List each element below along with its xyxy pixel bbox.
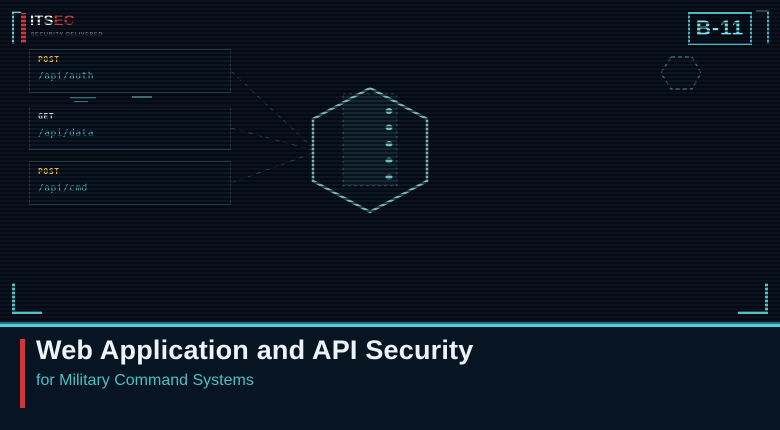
api-endpoint-card: POST /api/cmd xyxy=(29,161,231,205)
brand-text-primary: ITS xyxy=(30,13,54,29)
hexagon-core-panel xyxy=(342,93,398,187)
api-path-label: /api/cmd xyxy=(38,183,88,194)
corner-bracket-bottom-right-icon xyxy=(738,283,768,314)
footer: Web Application and API Security for Mil… xyxy=(0,328,780,430)
brand-text-secondary: EC xyxy=(53,13,75,29)
api-path-label: /api/auth xyxy=(38,71,94,82)
slide-number-label: B-11 xyxy=(695,16,745,40)
api-method-label: POST xyxy=(38,167,60,176)
slide-subtitle: for Military Command Systems xyxy=(36,372,254,389)
hud-panel: ITSEC SECURITY DELIVERED B-11 POST /api/… xyxy=(0,0,780,322)
slide-number-badge: B-11 xyxy=(688,12,752,45)
api-method-label: POST xyxy=(38,55,60,64)
api-method-label: GET xyxy=(38,112,55,121)
corner-bracket-bottom-left-icon xyxy=(12,283,42,314)
glitch-artifact xyxy=(70,96,152,103)
api-endpoint-card: POST /api/auth xyxy=(29,49,231,93)
connector-lines xyxy=(230,70,314,184)
api-endpoint-card: GET /api/data xyxy=(29,106,231,150)
mini-hexagon-icon xyxy=(660,56,702,90)
brand-tagline: SECURITY DELIVERED xyxy=(31,32,104,38)
api-path-label: /api/data xyxy=(38,128,94,139)
divider-line xyxy=(0,322,780,328)
logo-bracket-icon xyxy=(12,11,21,44)
badge-corner-bracket-icon xyxy=(756,10,769,44)
logo-red-bar xyxy=(21,13,26,43)
brand-logo: ITSEC xyxy=(30,13,75,29)
title-accent-bar xyxy=(20,339,25,408)
slide-title: Web Application and API Security xyxy=(36,335,474,365)
